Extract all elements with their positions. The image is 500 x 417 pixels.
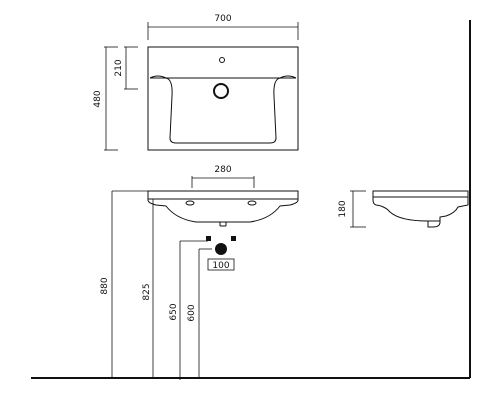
tap-spacing-label: 280 <box>214 165 231 175</box>
depth-label: 480 <box>93 90 103 107</box>
basin-top-outline <box>147 46 299 151</box>
left-inlet-icon <box>206 236 211 241</box>
drain-icon <box>213 83 229 99</box>
basin-inner-rim <box>149 75 297 79</box>
basin-front-profile <box>147 190 299 223</box>
left-fixing-hole-icon <box>185 200 195 206</box>
width-dimension-label: 700 <box>214 14 231 24</box>
side-view: 180 <box>338 190 469 228</box>
waste-outlet-icon <box>215 243 227 255</box>
tap-hole-icon <box>219 57 225 63</box>
drain-offset-box <box>207 258 235 271</box>
inlet-height-label: 600 <box>187 304 197 321</box>
right-fixing-hole-icon <box>247 200 257 206</box>
side-height-label: 180 <box>338 200 348 217</box>
bottom-height-label: 825 <box>142 283 152 300</box>
drain-offset-label: 100 <box>212 261 229 271</box>
basin-side-profile <box>372 190 469 228</box>
height-dimensions: 880 825 650 600 <box>100 190 212 380</box>
rim-height-label: 880 <box>100 277 110 294</box>
right-inlet-icon <box>231 236 236 241</box>
basin-bowl-outline <box>164 77 282 144</box>
wall-and-floor <box>31 20 471 379</box>
trap-height-label: 650 <box>169 303 179 320</box>
front-view: 280 100 <box>147 165 299 271</box>
inner-depth-label: 210 <box>114 59 124 76</box>
top-view: 700 210 480 <box>93 14 299 151</box>
